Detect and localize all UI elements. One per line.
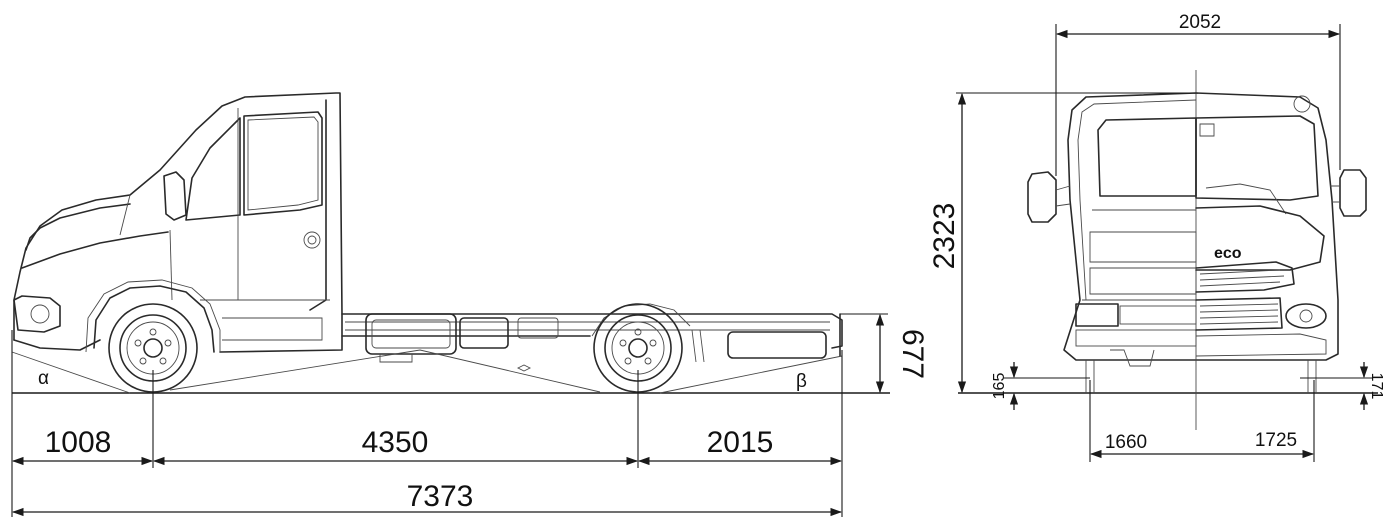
roof-lamp bbox=[1293, 95, 1311, 113]
overall-length-label: 7373 bbox=[407, 480, 474, 513]
departure-angle-line bbox=[659, 355, 843, 394]
track-rear-label: 1725 bbox=[1255, 430, 1297, 451]
right-mirror bbox=[1339, 169, 1367, 217]
headlight bbox=[13, 295, 61, 333]
rear-overhang-label: 2015 bbox=[707, 426, 774, 459]
clearance-left-label: 165 bbox=[991, 373, 1008, 400]
approach-angle-label: α bbox=[38, 368, 49, 389]
rear-door-window bbox=[243, 111, 323, 216]
side-mirror bbox=[163, 171, 187, 221]
lower-grille bbox=[1195, 297, 1283, 331]
side-view: α β 1008 4350 2015 7373 677 bbox=[11, 92, 929, 517]
badge-text: eco bbox=[1214, 245, 1242, 262]
frame-height-label: 677 bbox=[896, 329, 929, 379]
fuel-tank bbox=[365, 313, 457, 355]
battery-box bbox=[459, 317, 509, 349]
cab-front-outline bbox=[1063, 92, 1339, 361]
chassis-frame bbox=[341, 303, 843, 363]
clearance-right-label: 171 bbox=[1368, 373, 1385, 400]
front-wheel-arch bbox=[93, 285, 215, 353]
track-front-label: 1660 bbox=[1105, 432, 1147, 453]
width-label: 2052 bbox=[1179, 12, 1221, 33]
height-label: 2323 bbox=[928, 203, 961, 270]
fog-lamp bbox=[1285, 303, 1327, 329]
departure-angle-label: β bbox=[796, 371, 807, 392]
front-door-window bbox=[185, 117, 241, 221]
upper-grille bbox=[1195, 261, 1295, 293]
cab bbox=[13, 92, 343, 353]
windscreen bbox=[1195, 115, 1319, 201]
wheelbase-label: 4350 bbox=[362, 426, 429, 459]
left-mirror bbox=[1027, 171, 1057, 223]
front-overhang-label: 1008 bbox=[45, 426, 112, 459]
breakover-angle-lines bbox=[169, 349, 601, 393]
rear-box bbox=[727, 331, 827, 359]
rear-lamp-left bbox=[1075, 303, 1119, 327]
door-handle bbox=[303, 231, 321, 249]
front-view: eco 2052 2323 165 171 bbox=[928, 12, 1385, 462]
bonnet bbox=[1195, 205, 1325, 271]
approach-angle-line bbox=[11, 351, 131, 394]
rear-window bbox=[1097, 117, 1197, 197]
